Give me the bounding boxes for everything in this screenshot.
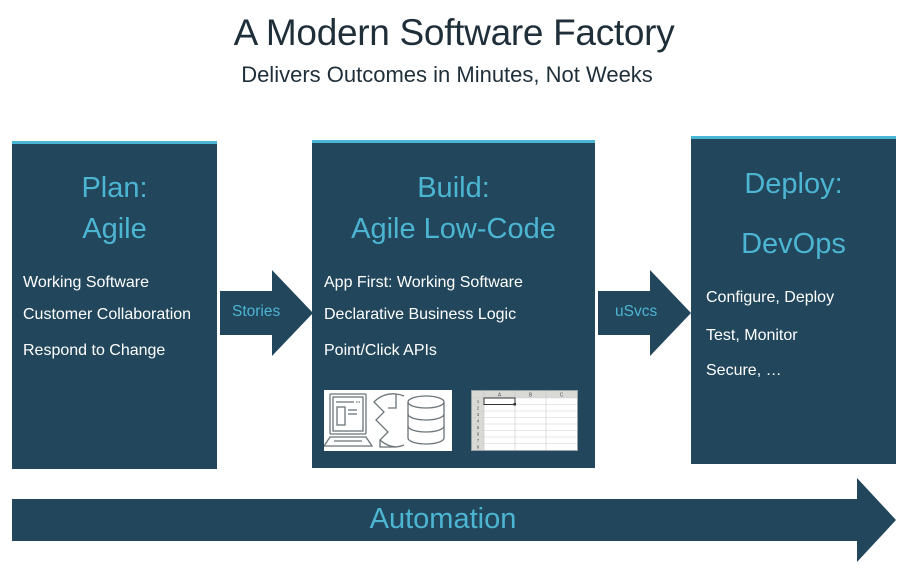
deploy-item: Test, Monitor: [706, 327, 798, 344]
sheet-row-label: 1: [477, 399, 480, 404]
build-item: App First: Working Software: [324, 274, 523, 291]
build-item: Point/Click APIs: [324, 342, 437, 359]
sheet-active-cell: [483, 397, 516, 405]
page-subtitle: Delivers Outcomes in Minutes, Not Weeks: [241, 62, 653, 87]
sheet-row-label: 8: [477, 445, 480, 450]
sheet-fill-handle: [513, 403, 516, 406]
sheet-row-label: 3: [477, 412, 480, 417]
stories-label: Stories: [232, 303, 281, 320]
deploy-item: Secure, …: [706, 362, 782, 379]
stories-arrow-shape: [220, 270, 313, 356]
automation-label: Automation: [369, 503, 517, 535]
sheet-row-label: 6: [477, 432, 480, 437]
deploy-stage-panel: Deploy: DevOps Configure, Deploy Test, M…: [691, 136, 896, 464]
build-item: Declarative Business Logic: [324, 306, 517, 323]
sheet-row-label: 4: [477, 419, 480, 424]
plan-stage-panel: Plan: Agile Working Software Customer Co…: [12, 141, 217, 469]
plan-item: Customer Collaboration: [23, 306, 192, 323]
plan-item: Working Software: [23, 274, 149, 291]
usvcs-arrow-shape: [598, 270, 691, 356]
usvcs-label: uSvcs: [615, 303, 658, 320]
build-heading-line1: Build:: [417, 172, 490, 204]
deploy-heading-line2: DevOps: [741, 228, 846, 260]
automation-arrow: [12, 478, 896, 562]
plan-heading-line2: Agile: [82, 213, 147, 245]
usvcs-arrow: [598, 270, 691, 356]
page-title: A Modern Software Factory: [233, 12, 675, 53]
plan-heading-line1: Plan:: [81, 172, 148, 204]
sheet-column-label: B: [529, 393, 533, 399]
build-heading-line2: Agile Low-Code: [351, 213, 556, 245]
build-stage-panel: Build: Agile Low-Code App First: Working…: [312, 140, 595, 468]
deploy-item: Configure, Deploy: [706, 289, 835, 306]
laptop-inner-shape: [332, 396, 364, 432]
sheet-row-label: 7: [477, 438, 480, 443]
laptop-screen-shape: [329, 393, 367, 435]
sheet-row-label: 5: [477, 425, 480, 430]
sheet-column-label: C: [560, 393, 564, 399]
sheet-row-label: 2: [477, 406, 480, 411]
stories-arrow: [220, 270, 313, 356]
sheet-column-header-bar: [472, 391, 577, 398]
plan-item: Respond to Change: [23, 342, 166, 359]
deploy-heading-line1: Deploy:: [744, 168, 843, 200]
automation-arrow-shape: [12, 478, 896, 562]
sheet-column-label: A: [498, 393, 502, 399]
sheet-row-header-bar: [472, 391, 484, 450]
app-database-sync-icon: [322, 390, 452, 451]
